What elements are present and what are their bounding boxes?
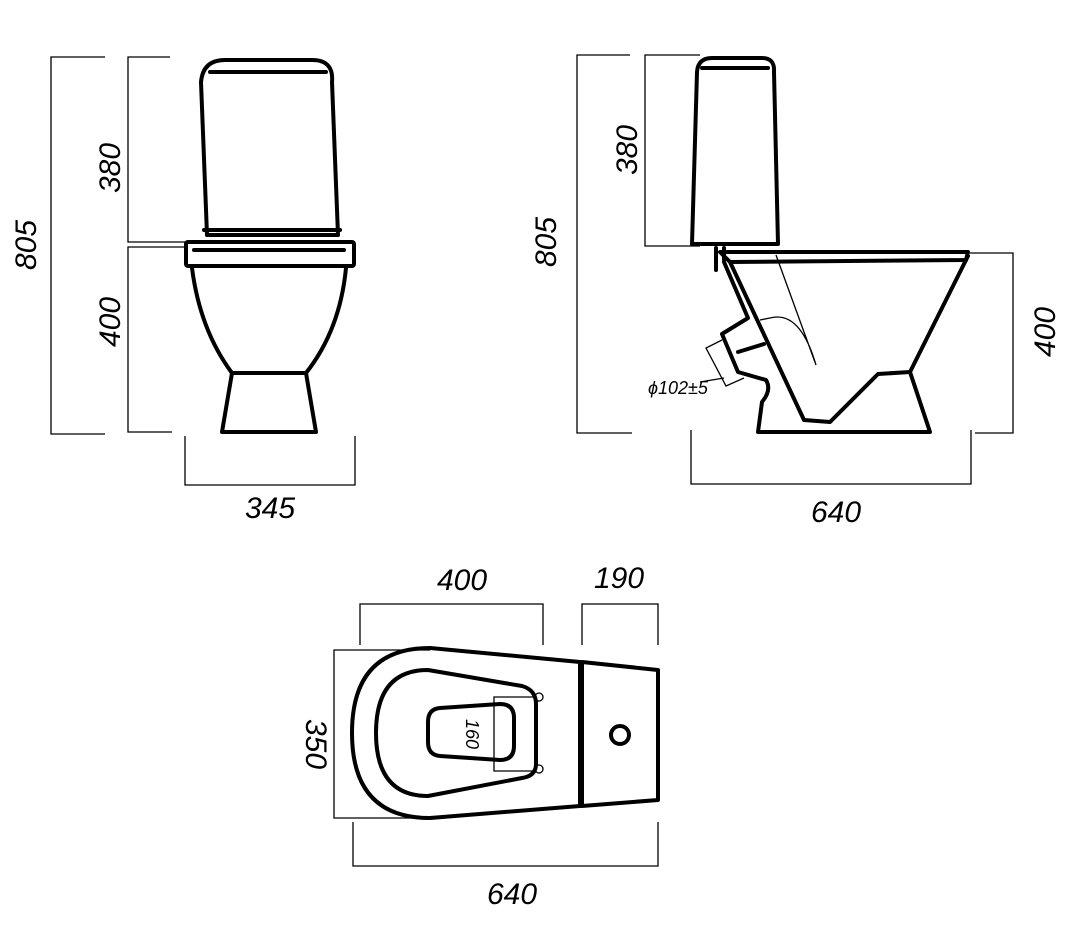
label-front-width: 345 — [245, 492, 295, 525]
label-side-length: 640 — [811, 496, 861, 529]
label-top-length: 640 — [487, 878, 537, 911]
label-top-width: 350 — [299, 719, 332, 769]
side-tank-connector — [714, 246, 726, 272]
dim-bracket-side-length — [690, 430, 972, 485]
side-outlet-pipe — [736, 342, 766, 354]
dim-bracket-side-bowl — [970, 252, 1014, 434]
label-side-bowl-height: 400 — [1029, 307, 1062, 357]
label-side-total-height: 805 — [530, 217, 563, 267]
label-front-total-height: 805 — [10, 220, 43, 270]
front-bowl — [190, 266, 348, 375]
top-view: 400 190 350 640 160 — [299, 562, 660, 911]
label-side-tank-height: 380 — [611, 125, 644, 175]
dim-bracket-top-length — [352, 822, 659, 867]
dim-bracket-side-tank — [644, 54, 700, 247]
label-seat-hole-spacing: 160 — [462, 719, 482, 749]
dim-bracket-side-total — [576, 54, 632, 434]
top-tank — [580, 660, 660, 808]
dim-marker-outlet — [705, 339, 745, 387]
label-top-tank-depth: 190 — [594, 562, 644, 595]
label-top-bowl-length: 400 — [437, 564, 487, 597]
side-internal-channel — [759, 254, 817, 366]
side-rim — [718, 250, 970, 264]
top-bowl-outer — [350, 646, 582, 820]
side-bowl-body — [720, 254, 970, 434]
front-pedestal — [220, 371, 318, 434]
label-front-bowl-height: 400 — [94, 297, 127, 347]
dim-bracket-top-bowl — [359, 603, 544, 645]
side-view: 805 380 400 640 ϕ102±5 — [530, 54, 1062, 529]
dim-bracket-front-tank — [127, 56, 200, 243]
dim-bracket-front-bowl — [127, 246, 188, 433]
front-seat-band — [184, 240, 356, 268]
dim-bracket-front-width — [184, 436, 356, 486]
top-drain-opening — [426, 702, 516, 762]
dim-bracket-top-width — [333, 649, 430, 819]
label-front-tank-height: 380 — [94, 143, 127, 193]
flush-button-hole — [609, 724, 631, 746]
side-tank — [690, 56, 780, 246]
seat-hole-lower — [534, 764, 544, 774]
seat-hole-upper — [534, 692, 544, 702]
side-trap — [728, 260, 912, 424]
front-tank — [199, 58, 340, 237]
front-view: 805 380 400 345 — [10, 56, 356, 525]
dim-bracket-top-tank — [581, 603, 659, 645]
label-outlet-diameter: ϕ102±5 — [648, 378, 709, 398]
dim-leader-outlet — [699, 377, 725, 383]
dim-bracket-front-total — [50, 56, 105, 435]
dim-marker-seat-holes — [493, 696, 536, 772]
